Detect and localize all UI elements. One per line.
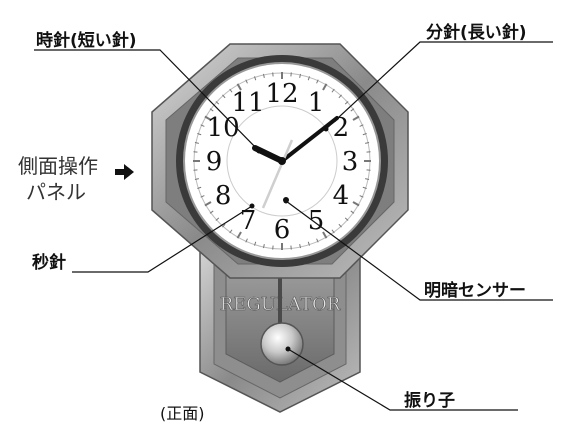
side-panel-label-line2: パネル: [26, 180, 86, 204]
front-view-label: (正面): [160, 404, 205, 423]
dial-tick: [307, 76, 310, 81]
dial-numeral-8: 8: [215, 181, 232, 211]
dial-tick: [215, 217, 220, 221]
dial-tick: [331, 88, 335, 93]
dial-tick: [254, 76, 257, 81]
dial-tick: [338, 223, 342, 228]
dial-numeral-4: 4: [333, 181, 350, 211]
dial-numeral-5: 5: [308, 206, 325, 236]
dial-tick: [365, 142, 370, 144]
second-hand-label: 秒針: [32, 253, 66, 273]
dial-tick: [204, 201, 212, 207]
dial-tick: [194, 178, 199, 180]
dial-tick: [215, 101, 220, 105]
pendulum-case: REGULATOR: [199, 237, 361, 413]
dial-tick: [197, 133, 202, 136]
minute-hand-label: 分針(長い針): [426, 23, 527, 43]
dial-tick: [229, 229, 233, 234]
dial-tick: [316, 79, 319, 84]
dial-tick: [352, 201, 360, 207]
dial-tick: [236, 231, 242, 239]
dial-numeral-11: 11: [231, 88, 264, 118]
dial-tick: [222, 94, 226, 99]
dial-numeral-12: 12: [265, 79, 298, 109]
dial-tick: [200, 195, 205, 198]
dial-numeral-7: 7: [240, 206, 257, 236]
dial-tick: [263, 244, 265, 249]
second-hand: [261, 139, 294, 209]
dial-numeral-10: 10: [207, 113, 240, 143]
dial-tick: [194, 142, 199, 144]
dial-tick: [322, 83, 328, 91]
dial-tick: [359, 124, 364, 127]
light-sensor-label: 明暗センサー: [424, 281, 526, 301]
dial-tick: [344, 217, 349, 221]
dial-tick: [350, 108, 355, 112]
dial-tick: [352, 115, 360, 121]
leader-dots: [249, 126, 329, 352]
dial-tick: [331, 229, 335, 234]
dial-tick: [365, 178, 370, 180]
hour-hand-label: 時針(短い針): [36, 31, 137, 51]
dial-tick: [236, 83, 242, 91]
dial-tick: [299, 244, 301, 249]
dial-tick: [362, 133, 367, 136]
dial-tick: [263, 73, 265, 78]
dial-tick: [229, 88, 233, 93]
dial-tick: [350, 210, 355, 214]
dial-numeral-6: 6: [274, 215, 291, 245]
dial-tick: [204, 115, 212, 121]
side-panel-label-line1: 側面操作: [18, 154, 98, 178]
dial-tick: [222, 223, 226, 228]
dial-tick: [307, 241, 310, 246]
pendulum-label: 振り子: [404, 391, 455, 411]
leader-lines: [34, 41, 553, 411]
dial-ticks: [193, 72, 371, 250]
dial-tick: [245, 79, 248, 84]
dial-tick: [338, 94, 342, 99]
dial-tick: [254, 241, 257, 246]
dial-numeral-1: 1: [308, 88, 325, 118]
dial-tick: [362, 186, 367, 189]
dial-tick: [299, 73, 301, 78]
minute-hand: [280, 116, 339, 163]
dial-tick: [344, 101, 349, 105]
dial-tick: [322, 231, 328, 239]
dial-tick: [316, 238, 319, 243]
dial-tick: [197, 186, 202, 189]
dial-tick: [245, 238, 248, 243]
dial-tick: [209, 108, 214, 112]
dial-tick: [200, 124, 205, 127]
dial-tick: [209, 210, 214, 214]
pendulum-bob: [260, 322, 304, 366]
dial-numeral-3: 3: [342, 147, 359, 177]
right-arrow-icon: [115, 164, 134, 180]
dial-numeral-9: 9: [206, 147, 223, 177]
dial-tick: [359, 195, 364, 198]
